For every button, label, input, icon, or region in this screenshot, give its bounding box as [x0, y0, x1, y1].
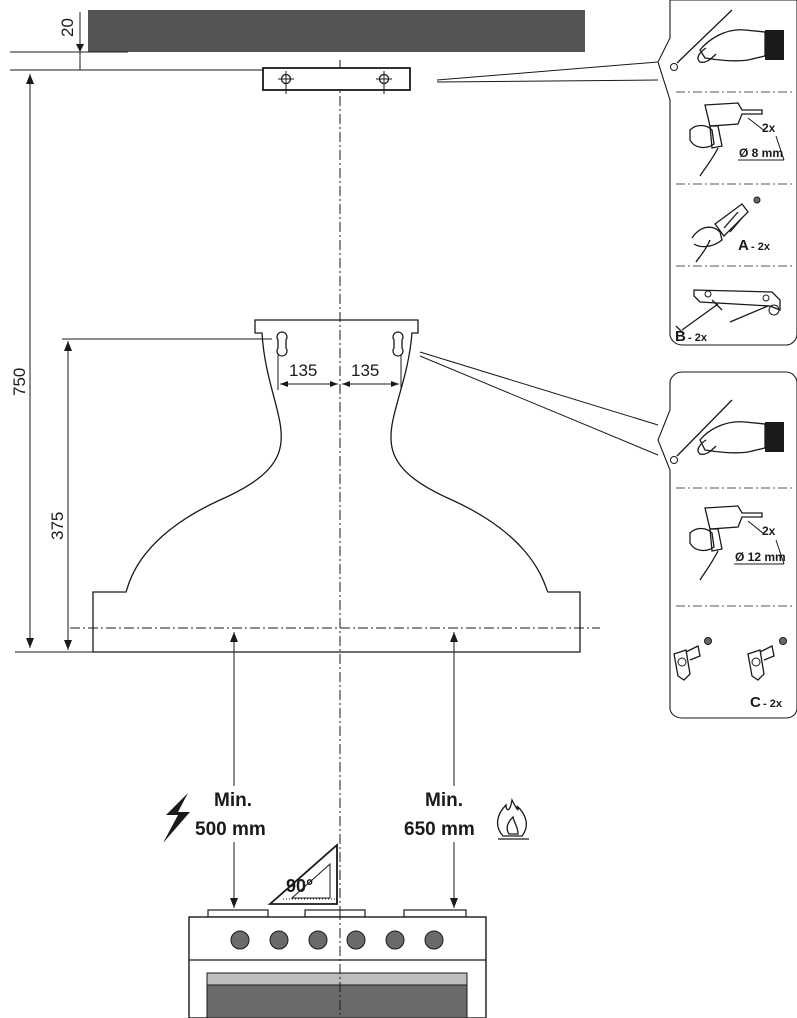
clearance-electric-label: Min. [214, 790, 252, 811]
dim-arrow [76, 44, 84, 52]
pencil-mark-icon [670, 399, 784, 464]
panel-bottom: 2x Ø 12 mm C - 2x [657, 371, 797, 719]
callout-line [436, 61, 659, 81]
part-b-label: B [675, 328, 686, 345]
wall-bracket [262, 67, 411, 91]
dim-hole-left: 135 [289, 361, 317, 380]
hood-outline [92, 319, 581, 653]
clearance-electric-value: 500 mm [195, 819, 266, 840]
knob [308, 930, 328, 950]
dim-hole-right: 135 [351, 361, 379, 380]
keyhole-right [392, 331, 404, 357]
bottom-drill-count: 2x [762, 524, 776, 538]
dim-ceiling-gap: 20 [58, 18, 77, 37]
part-c-qty: - 2x [763, 698, 783, 710]
bracket-hole-right [376, 71, 392, 94]
dim-bracket-height: 375 [48, 512, 67, 540]
knob [230, 930, 250, 950]
pan-support [403, 909, 467, 918]
set-square-icon: 90° [267, 843, 338, 905]
clearance-gas-label: Min. [425, 790, 463, 811]
top-drill-count: 2x [762, 121, 776, 135]
drill-icon: 2x Ø 8 mm [689, 102, 785, 177]
clearance-gas-value: 650 mm [404, 819, 475, 840]
bottom-drill-size: Ø 12 mm [735, 550, 786, 564]
keyhole-left [276, 331, 288, 357]
square-angle: 90° [286, 876, 313, 896]
bracket-screws-icon: B - 2x [675, 289, 781, 345]
pan-support [304, 909, 366, 918]
callout-line [419, 355, 659, 456]
stove [188, 909, 487, 1018]
pencil-mark-icon [670, 9, 784, 71]
ceiling-block [88, 10, 585, 52]
callout-line [436, 79, 659, 83]
knob [346, 930, 366, 950]
pan-support [207, 909, 269, 918]
hook-screw-icon: C - 2x [673, 637, 787, 711]
part-a-label: A [738, 237, 749, 254]
knob [424, 930, 444, 950]
bracket-hole-left [278, 71, 294, 94]
top-drill-size: Ø 8 mm [739, 146, 783, 160]
callout-line [419, 351, 659, 426]
wall-plug-icon: A - 2x [691, 196, 771, 263]
knob [385, 930, 405, 950]
drill-icon: 2x Ø 12 mm [689, 505, 786, 581]
dim-total-height: 750 [10, 368, 29, 396]
part-b-qty: - 2x [688, 332, 708, 344]
lightning-icon [163, 793, 190, 843]
panel-top: 2x Ø 8 mm A - 2x B - 2x [657, 0, 797, 346]
flame-icon [496, 797, 529, 840]
knob [269, 930, 289, 950]
part-a-qty: - 2x [751, 241, 771, 253]
part-c-label: C [750, 694, 761, 711]
